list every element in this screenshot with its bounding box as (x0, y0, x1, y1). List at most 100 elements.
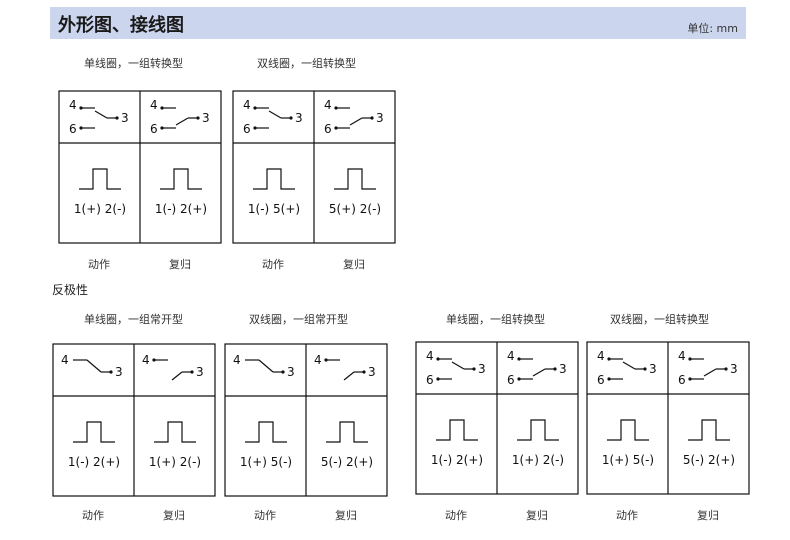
pin-label-6: 6 (243, 122, 251, 136)
contact-4-dot (160, 106, 164, 110)
switch-arm (258, 359, 274, 373)
pulse-waveform (160, 168, 202, 190)
pin-label-3: 3 (295, 111, 303, 125)
state-label-action: 动作 (88, 258, 110, 271)
pulse-waveform (154, 421, 196, 443)
pin-label-3: 3 (115, 365, 123, 379)
pin-label-3: 3 (121, 111, 129, 125)
pulse-symbol-action: 1(-) 2(+) (68, 421, 120, 469)
contact-3-dot (370, 116, 374, 120)
pulse-polarity-text: 1(+) 5(-) (602, 453, 654, 467)
contact-6-dot (334, 126, 338, 130)
pin-label-4: 4 (233, 353, 241, 367)
pulse-waveform (326, 421, 368, 443)
state-label-reset: 复归 (335, 509, 357, 522)
section-header: 外形图、接线图 单位: mm (50, 7, 746, 39)
contact-3-dot (362, 370, 366, 374)
pulse-polarity-text: 1(+) 2(-) (74, 202, 126, 216)
contact-4-dot (152, 358, 156, 362)
switch-arm (451, 361, 465, 370)
contact-4-dot (517, 357, 521, 361)
contact-3-dot (115, 116, 119, 120)
state-label-action: 动作 (445, 509, 467, 522)
pin-label-6: 6 (324, 122, 332, 136)
pin-label-3: 3 (376, 111, 384, 125)
pulse-polarity-text: 1(-) 2(+) (431, 453, 483, 467)
contact-3-dot (553, 367, 557, 371)
pulse-waveform (253, 168, 295, 190)
contact-4-dot (436, 357, 440, 361)
contact-4-dot (607, 357, 611, 361)
pin-label-3: 3 (287, 365, 295, 379)
switch-arm (94, 110, 108, 119)
switch-arm (532, 368, 546, 377)
pulse-polarity-text: 1(+) 5(-) (240, 455, 292, 469)
pulse-waveform (73, 421, 115, 443)
contact-symbol-reset: 463 (324, 98, 384, 136)
switch-arm (622, 361, 636, 370)
pin-label-3: 3 (730, 362, 738, 376)
contact-4-dot (253, 106, 257, 110)
pulse-symbol-action: 1(+) 2(-) (74, 168, 126, 216)
switch-arm (343, 371, 355, 381)
contact-4-dot (324, 358, 328, 362)
pulse-polarity-text: 1(-) 5(+) (248, 202, 300, 216)
group-caption: 单线圈，一组常开型 (84, 313, 183, 326)
contact-symbol-action: 463 (597, 349, 657, 387)
pulse-waveform (517, 419, 559, 441)
contact-3-dot (643, 367, 647, 371)
pulse-waveform (436, 419, 478, 441)
contact-3-dot (724, 367, 728, 371)
pulse-polarity-text: 1(-) 2(+) (68, 455, 120, 469)
contact-3-dot (281, 370, 285, 374)
pulse-waveform (245, 421, 287, 443)
switch-arm (175, 117, 189, 126)
pin-label-4: 4 (597, 349, 605, 363)
pulse-polarity-text: 5(-) 2(+) (321, 455, 373, 469)
state-label-action: 动作 (82, 509, 104, 522)
pulse-symbol-reset: 5(+) 2(-) (329, 168, 381, 216)
pin-label-3: 3 (196, 365, 204, 379)
contact-symbol-reset: 463 (150, 98, 210, 136)
pulse-polarity-text: 1(+) 2(-) (512, 453, 564, 467)
pulse-polarity-text: 1(-) 2(+) (155, 202, 207, 216)
switch-arm (268, 110, 282, 119)
pulse-waveform (607, 419, 649, 441)
contact-3-dot (196, 116, 200, 120)
switch-arm (86, 359, 102, 373)
group-caption: 单线圈，一组转换型 (446, 313, 545, 326)
contact-6-dot (517, 377, 521, 381)
contact-6-dot (688, 377, 692, 381)
wiring-diagram: 431(-) 2(+)431(+) 2(-) (52, 343, 216, 497)
pin-label-4: 4 (507, 349, 515, 363)
contact-symbol-reset: 463 (507, 349, 567, 387)
pulse-symbol-reset: 5(-) 2(+) (683, 419, 735, 467)
pulse-polarity-text: 1(+) 2(-) (149, 455, 201, 469)
pulse-symbol-action: 1(+) 5(-) (602, 419, 654, 467)
contact-4-dot (334, 106, 338, 110)
state-label-reset: 复归 (526, 509, 548, 522)
page-title: 外形图、接线图 (58, 15, 184, 36)
pin-label-3: 3 (559, 362, 567, 376)
contact-4-dot (79, 106, 83, 110)
state-label-reset: 复归 (697, 509, 719, 522)
pin-label-6: 6 (69, 122, 77, 136)
switch-arm (703, 368, 717, 377)
contact-symbol-action: 4 6 3 (69, 98, 129, 136)
pin-label-4: 4 (426, 349, 434, 363)
pin-label-4: 4 (69, 98, 77, 112)
contact-6-dot (436, 377, 440, 381)
pin-label-3: 3 (649, 362, 657, 376)
contact-symbol-reset: 43 (142, 353, 204, 381)
state-label-reset: 复归 (163, 509, 185, 522)
pin-label-4: 4 (61, 353, 69, 367)
contact-symbol-reset: 43 (314, 353, 376, 381)
contact-6-dot (607, 377, 611, 381)
pin-label-6: 6 (426, 373, 434, 387)
pin-label-4: 4 (142, 353, 150, 367)
contact-symbol-reset: 463 (678, 349, 738, 387)
pin-label-6: 6 (678, 373, 686, 387)
state-label-reset: 复归 (343, 258, 365, 271)
